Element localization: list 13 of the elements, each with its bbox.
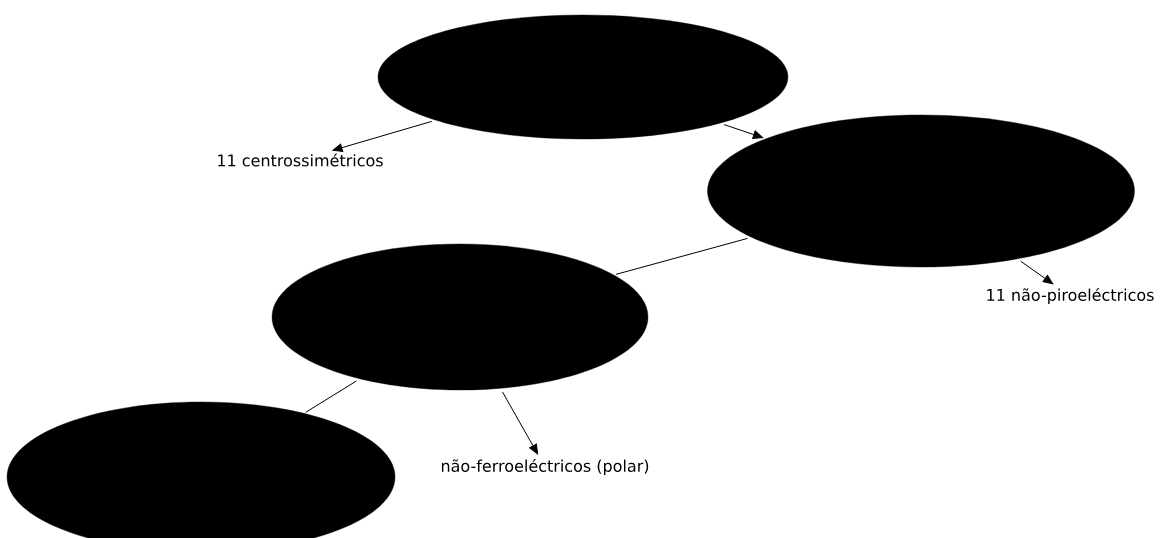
- ellipse-shape: [6, 401, 396, 538]
- ellipse-shape: [707, 114, 1135, 268]
- label-text: 11 não-piroeléctricos: [987, 287, 1154, 305]
- arrow: [723, 124, 764, 139]
- arrow: [1020, 260, 1054, 285]
- arrow: [332, 120, 433, 152]
- arrow: [502, 391, 539, 455]
- label-text: não-ferroeléctricos (polar): [441, 458, 649, 476]
- connector-line: [615, 237, 749, 275]
- ellipse-shape: [377, 14, 789, 140]
- label-text: 11 centrossimétricos: [218, 153, 383, 167]
- connector-line: [305, 380, 357, 413]
- ellipse-shape: [271, 243, 649, 391]
